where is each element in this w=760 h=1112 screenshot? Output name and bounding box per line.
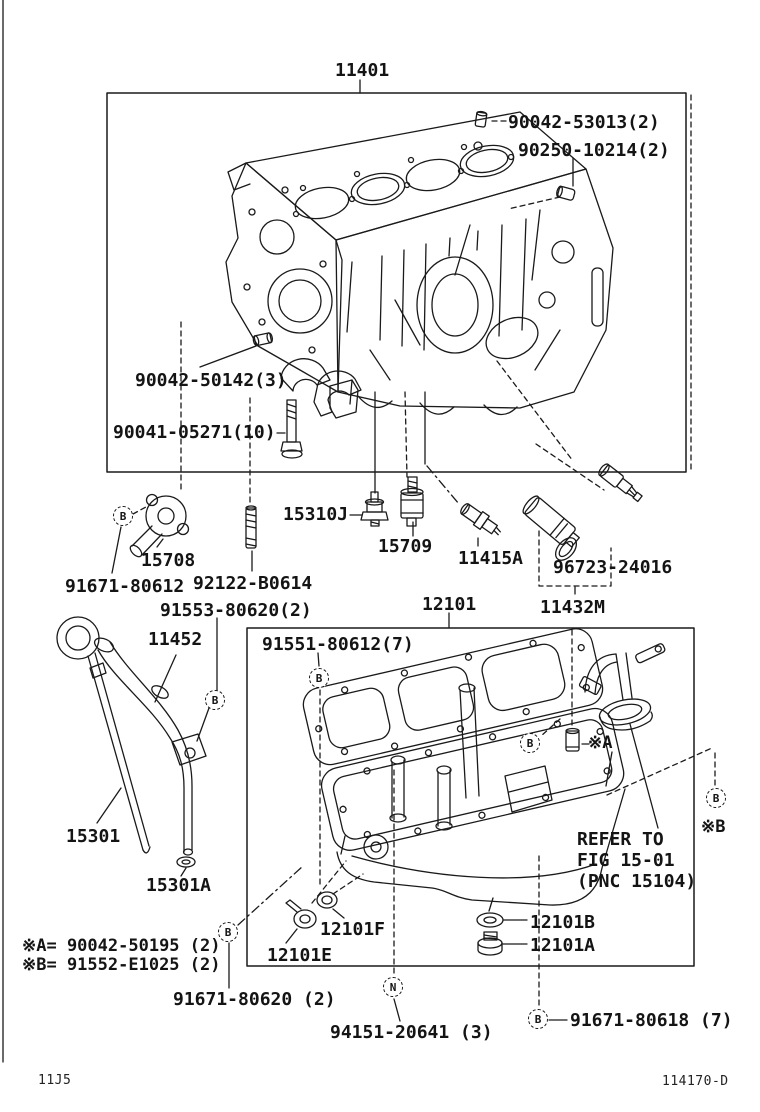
flange-bolt-icon	[285, 899, 317, 929]
part-label-11415A: 11415A	[458, 548, 524, 569]
plug-a-icon	[565, 727, 580, 752]
cap-bolt-icon	[280, 399, 303, 459]
knock-sensor-oring-icon	[554, 537, 578, 561]
part-label-11452: 11452	[148, 629, 203, 650]
callout-circle-b1: B	[113, 506, 133, 526]
part-label-15301: 15301	[66, 826, 121, 847]
part-label-91671-80612: 91671-80612	[65, 576, 185, 597]
part-label-12101F: 12101F	[320, 919, 386, 940]
leader-lines	[96, 79, 659, 1022]
part-label-91671-80618: 91671-80618 (7)	[570, 1010, 733, 1031]
part-label-90250-10214: 90250-10214(2)	[518, 140, 670, 161]
refer-note-line2: FIG 15-01	[577, 850, 675, 871]
page-edge-line	[2, 0, 692, 1063]
part-label-96723-24016: 96723-24016	[553, 557, 673, 578]
oil-pan-drawing	[320, 683, 626, 906]
upper-parts-box	[106, 92, 687, 473]
figure-number: 114170-D	[662, 1074, 729, 1089]
callout-circle-b7: B	[706, 788, 726, 808]
assembly-label-12101: 12101	[422, 594, 477, 615]
tube-gasket-icon	[176, 856, 196, 868]
oil-pan-gasket-drawing	[302, 628, 604, 766]
part-label-91553-80620: 91553-80620(2)	[160, 600, 312, 621]
oil-pressure-sender-icon	[400, 476, 424, 527]
oil-strainer-drawing	[578, 643, 666, 731]
callout-circle-b5: B	[520, 733, 540, 753]
refmark-a: ※A	[588, 733, 613, 753]
oil-nozzle-drawing	[129, 493, 190, 558]
part-label-12101B: 12101B	[530, 912, 596, 933]
part-label-90041-05271: 90041-05271(10)	[113, 422, 276, 443]
dowel-pin-icon-top	[474, 110, 488, 128]
knock-sensor-icon	[522, 495, 580, 548]
page-code: 11J5	[38, 1073, 72, 1088]
part-label-94151-20641: 94151-20641 (3)	[330, 1022, 493, 1043]
part-label-12101A: 12101A	[530, 935, 596, 956]
temp-sensor-icon	[460, 503, 501, 536]
callout-circle-b3: B	[309, 668, 329, 688]
lower-parts-box	[246, 627, 695, 967]
part-label-15709: 15709	[378, 536, 433, 557]
dowel-pin-icon-side	[252, 332, 274, 347]
grommet-icon	[316, 891, 338, 909]
cylinder-block-drawing	[225, 111, 614, 416]
water-plug-icon	[556, 185, 576, 201]
refmark-b: ※B	[701, 817, 726, 837]
part-label-90042-53013: 90042-53013(2)	[508, 112, 660, 133]
assembly-label-11401: 11401	[335, 60, 390, 81]
callout-circle-n1: N	[383, 977, 403, 997]
bearing-cap-drawing	[280, 358, 362, 419]
part-label-15301A: 15301A	[146, 875, 212, 896]
leader-lines-dashed	[132, 120, 716, 1009]
part-label-91551-80612: 91551-80612(7)	[262, 634, 414, 655]
part-label-12101E: 12101E	[267, 945, 333, 966]
refer-note-line3: (PNC 15104)	[577, 871, 697, 892]
refer-note-line1: REFER TO	[577, 829, 664, 850]
part-label-15310J: 15310J	[283, 504, 349, 525]
oil-pressure-switch-icon	[360, 491, 389, 527]
callout-circle-b4: B	[218, 922, 238, 942]
part-label-91671-80620: 91671-80620 (2)	[173, 989, 336, 1010]
part-label-92122-B0614: 92122-B0614	[193, 573, 313, 594]
callout-circle-b2: B	[205, 690, 225, 710]
callout-circle-b6: B	[528, 1009, 548, 1029]
note-ref-b: ※B= 91552-E1025 (2)	[22, 955, 221, 975]
part-label-90042-50142: 90042-50142(3)	[135, 370, 287, 391]
dipstick-drawing	[56, 616, 151, 854]
part-label-15708: 15708	[141, 550, 196, 571]
drain-plug-gasket-icon	[476, 912, 504, 928]
stud-bolt-icon	[245, 505, 257, 549]
sensor-icon-right	[598, 463, 643, 503]
part-label-11432M: 11432M	[540, 597, 606, 618]
note-ref-a: ※A= 90042-50195 (2)	[22, 936, 221, 956]
dipstick-guide-tube-drawing	[93, 637, 207, 856]
drain-plug-icon	[477, 931, 503, 956]
